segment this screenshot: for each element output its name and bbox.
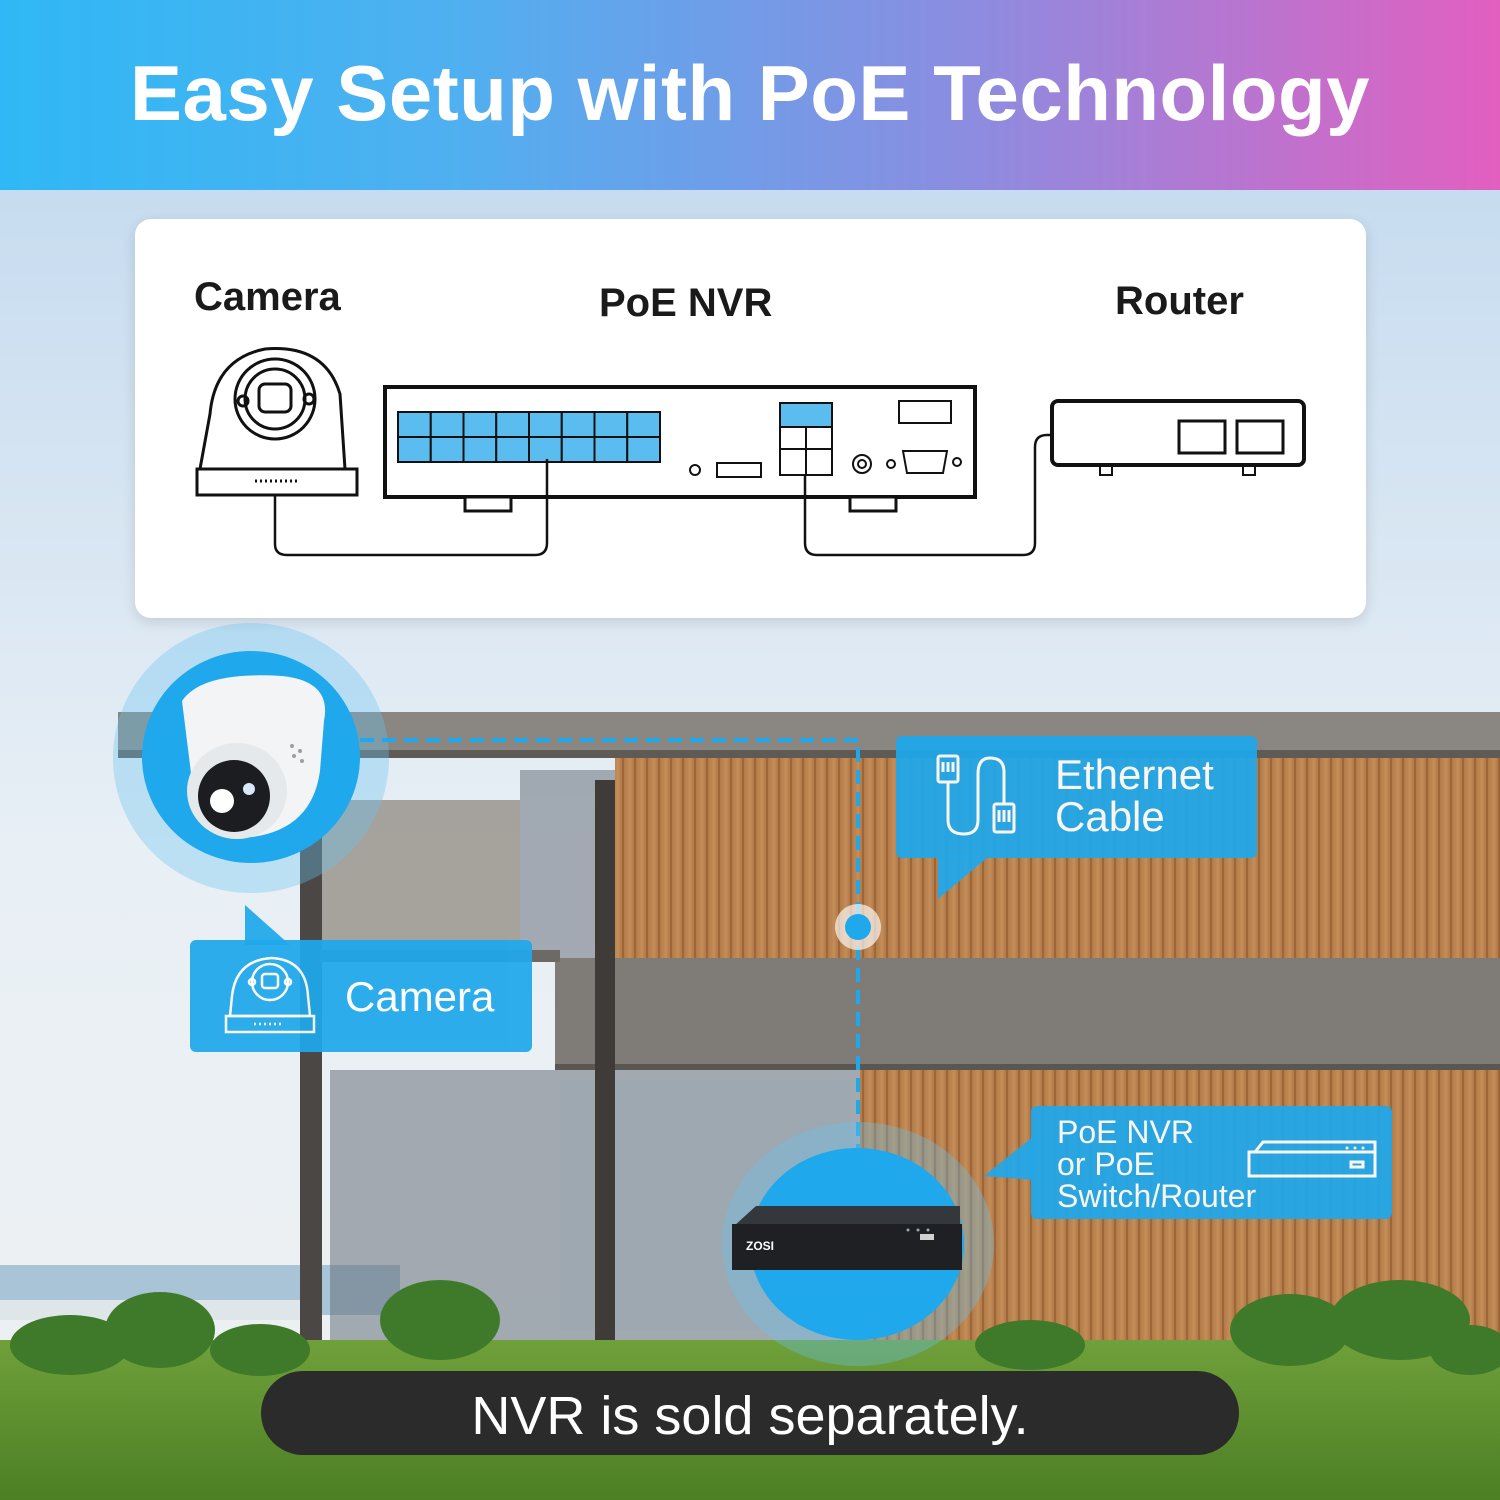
poe-port [397, 436, 432, 463]
header-banner: Easy Setup with PoE Technology [0, 0, 1500, 190]
page-title: Easy Setup with PoE Technology [129, 49, 1371, 137]
ethernet-callout-line1: Ethernet [1055, 751, 1214, 798]
camera-callout-pointer [245, 905, 290, 945]
poe-port [462, 436, 498, 463]
camera-callout-label: Camera [345, 973, 495, 1020]
nvr-callout-pointer [984, 1136, 1034, 1180]
poe-port [495, 436, 530, 463]
cable-nvr-to-router [803, 433, 1052, 557]
camera-photo [142, 651, 360, 863]
diagram-camera-label: Camera [194, 275, 341, 319]
ethernet-cable-icon [936, 754, 1016, 836]
diagram-drawing [195, 347, 1306, 557]
poe-port-grid [397, 411, 661, 463]
sold-separately-text: NVR is sold separately. [471, 1386, 1029, 1446]
poe-port [593, 436, 629, 463]
diagram-nvr-label: PoE NVR [599, 281, 773, 325]
diagram-router-icon [1050, 399, 1306, 476]
sold-separately-note: NVR is sold separately. [261, 1371, 1239, 1455]
nvr-device-image: ZOSI [732, 1206, 962, 1270]
nvr-callout-line1: PoE NVR [1057, 1114, 1194, 1150]
poe-port [626, 436, 661, 463]
nvr-callout: PoE NVR or PoE Switch/Router [1031, 1106, 1392, 1219]
poe-port [528, 436, 563, 463]
poe-port [593, 411, 629, 438]
diagram-camera-icon [195, 347, 359, 497]
ethernet-callout-line2: Cable [1055, 793, 1165, 840]
ethernet-callout-pointer [938, 857, 988, 899]
camera-icon [224, 956, 316, 1034]
camera-callout: Camera [190, 940, 532, 1052]
cable-camera-to-nvr [273, 459, 549, 557]
poe-port [626, 411, 661, 438]
nvr-icon [1247, 1140, 1377, 1178]
nvr-callout-line2: or PoE [1057, 1146, 1155, 1182]
ethernet-callout: Ethernet Cable [896, 736, 1257, 858]
nvr-brand-logo: ZOSI [746, 1239, 774, 1253]
diagram-router-label: Router [1115, 279, 1244, 323]
connection-diagram-card: Camera PoE NVR Router [135, 219, 1366, 618]
poe-port [560, 436, 596, 463]
nvr-callout-line3: Switch/Router [1057, 1178, 1257, 1214]
